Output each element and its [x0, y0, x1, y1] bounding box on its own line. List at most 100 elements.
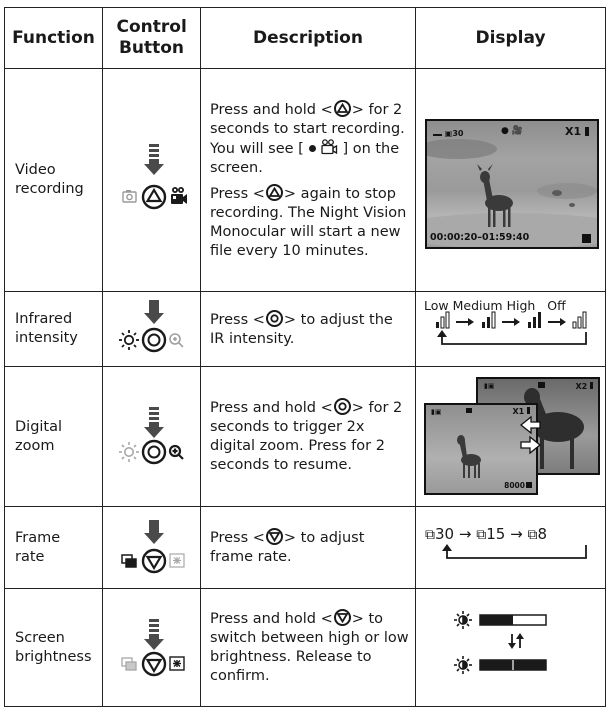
display-cell: Low Medium High Off [415, 291, 606, 367]
function-cell: Screen brightness [4, 588, 103, 707]
triangle-down-button-icon [333, 609, 351, 626]
sun-icon [119, 330, 139, 350]
brightness-mode-icon [169, 553, 185, 568]
arrow-right-icon [520, 435, 542, 455]
screen-zoom-label: X2 [575, 382, 593, 391]
triangle-down-button-icon [265, 528, 283, 545]
zoom-control-graphic [119, 407, 184, 465]
triangle-up-button-icon [333, 99, 351, 117]
ir-level-labels: Low Medium High Off [424, 298, 566, 313]
screen-counter: 8000 [504, 481, 532, 490]
header-description: Description [200, 7, 416, 69]
frame-rate-control-graphic [121, 520, 185, 574]
swap-arrows-icon [508, 633, 524, 649]
loop-back-arrow-icon [441, 332, 587, 345]
recording-screen-preview: ▣30 ● 🎥 X1 00:00:20–01:59:40 [425, 119, 599, 249]
record-button [141, 184, 167, 210]
press-arrow-icon [144, 520, 164, 544]
camera-icon [466, 408, 472, 413]
frame-rate-button [141, 548, 167, 574]
display-cell [415, 588, 606, 707]
ir-button [141, 327, 167, 353]
zoom-1x-screen-preview: ▮▣ X1 8000 [424, 403, 538, 495]
row-infrared-intensity: Infrared intensity [4, 291, 606, 367]
battery-icon [527, 407, 530, 414]
description-paragraph: Press and hold <> to switch between high… [210, 609, 409, 684]
camera-icon [538, 382, 545, 388]
brightness-levels-graphic [454, 611, 547, 674]
frame-stack-icon: ⧉ [425, 527, 435, 543]
ir-control-graphic [119, 300, 184, 353]
deer-scene-image [427, 139, 597, 247]
press-arrow-icon [144, 300, 164, 324]
frame-stack-icon [121, 657, 137, 671]
description-paragraph: Press and hold <> for 2 seconds to start… [210, 99, 405, 176]
sd-card-icon [582, 234, 591, 243]
video-camera-icon [171, 187, 187, 204]
frame-stack-icon: ⧉ [527, 527, 538, 543]
header-function: Function [4, 7, 103, 69]
function-cell: Infrared intensity [4, 291, 103, 367]
ring-button-icon [333, 398, 351, 415]
battery-icon [590, 382, 593, 389]
screen-timecode: 00:00:20–01:59:40 [430, 232, 530, 243]
ir-off-icon [572, 311, 587, 329]
brightness-control-graphic [121, 619, 185, 677]
screen-status-bar: ▮▣ [484, 382, 495, 390]
ir-medium-icon [482, 311, 496, 329]
battery-icon [585, 127, 589, 136]
frame-stack-icon: ⧉ [476, 527, 487, 543]
screen-zoom-label: X1 [565, 125, 589, 138]
video-camera-icon [321, 138, 337, 154]
loop-back-arrow-icon [446, 545, 587, 559]
screen-zoom-label: X1 [512, 407, 530, 416]
arrow-left-icon [519, 415, 541, 435]
description-paragraph: Press and hold <> for 2 seconds to trigg… [210, 398, 403, 473]
ir-level-cycle [436, 311, 587, 345]
description-cell: Press <> to adjust frame rate. [200, 506, 416, 589]
hold-arrow-icon [144, 407, 164, 438]
description-paragraph: Press <> to adjust the IR intensity. [210, 309, 393, 347]
brightness-bar-low-fill [480, 615, 513, 625]
description-paragraph: Press <> again to stop recording. The Ni… [210, 183, 407, 259]
arrow-right-icon [456, 318, 474, 326]
brightness-sun-icon [454, 656, 472, 674]
description-cell: Press <> to adjust the IR intensity. [200, 291, 416, 367]
zoom-toggle-arrows [519, 415, 542, 455]
control-cell [102, 506, 201, 589]
row-digital-zoom: Digital zoom [4, 366, 606, 507]
brightness-sun-icon [454, 611, 472, 629]
function-cell: Frame rate [4, 506, 103, 589]
video-camera-icon: 🎥 [511, 126, 523, 136]
stack-icon: ▣ [444, 129, 453, 138]
description-paragraph: Press <> to adjust frame rate. [210, 528, 365, 565]
function-table: Function Control Button Description Disp… [4, 7, 606, 707]
function-cell: Digital zoom [4, 366, 103, 507]
header-display: Display [415, 7, 606, 69]
zoom-button [141, 439, 167, 465]
arrow-right-icon [548, 318, 566, 326]
brightness-mode-icon [169, 656, 185, 671]
ir-low-icon [436, 311, 450, 329]
row-video-recording: Video recording [4, 68, 606, 292]
header-row: Function Control Button Description Disp… [4, 7, 606, 69]
zoom-in-icon [168, 444, 184, 460]
arrow-right-icon: → [458, 525, 472, 543]
hold-arrow-icon [144, 144, 164, 175]
loop-back-arrow [442, 544, 587, 559]
record-dot-icon [308, 144, 316, 152]
sun-icon [119, 442, 139, 462]
screen-status-bar: ▣30 [433, 127, 464, 138]
hold-arrow-icon [144, 619, 164, 650]
display-cell: X2 ▮▣ ▮▣ X1 8000 [415, 366, 606, 507]
header-control: Control Button [102, 7, 201, 69]
function-cell: Video recording [4, 68, 103, 292]
control-cell [102, 588, 201, 707]
deer-zoomed-image [524, 388, 584, 469]
description-cell: Press and hold <> for 2 seconds to trigg… [200, 366, 416, 507]
sd-card-icon [526, 482, 532, 488]
row-screen-brightness: Screen brightness [4, 588, 606, 707]
frame-rate-cycle: ⧉30 → ⧉15 → ⧉8 [425, 525, 548, 543]
arrow-right-icon: → [510, 525, 523, 543]
display-cell: ▣30 ● 🎥 X1 00:00:20–01:59:40 [415, 68, 606, 292]
